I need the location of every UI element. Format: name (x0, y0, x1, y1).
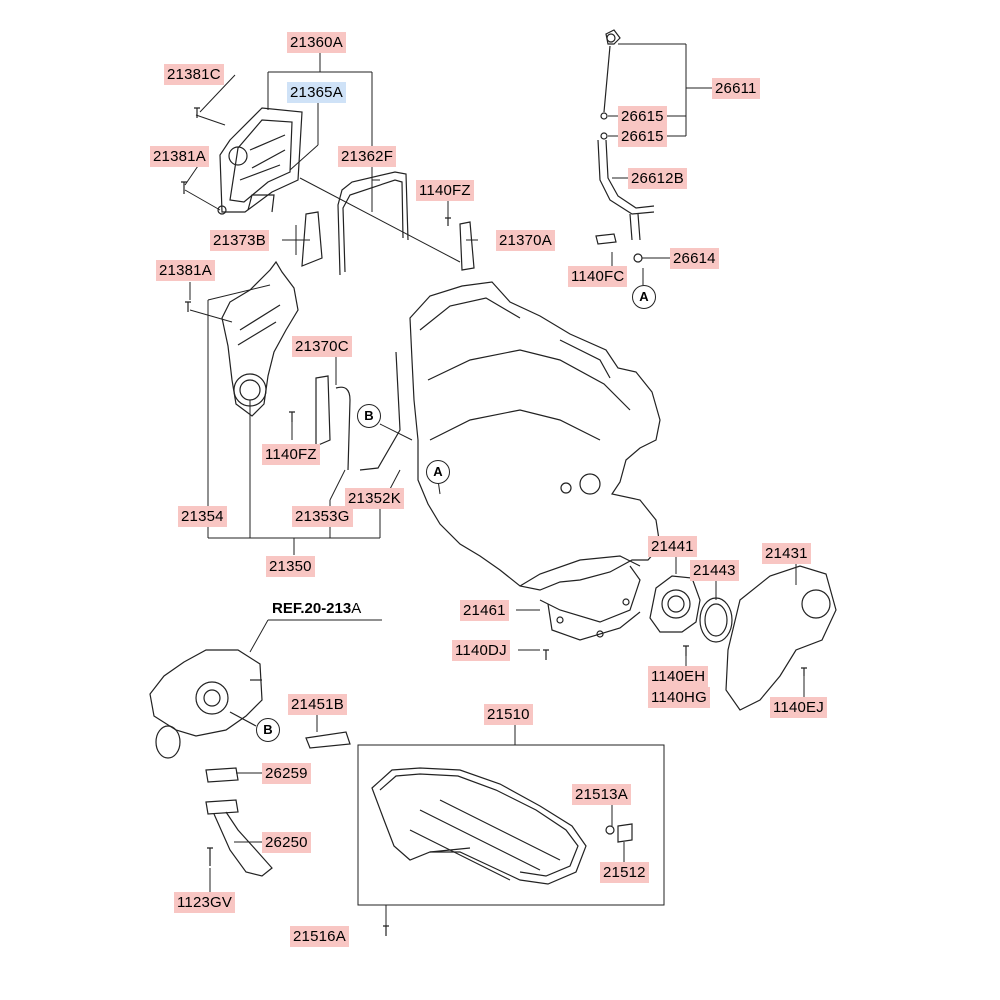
part-label-1140FZ-top[interactable]: 1140FZ (416, 180, 474, 201)
part-label-21381A-top[interactable]: 21381A (150, 146, 209, 167)
lower-timing-cover (221, 260, 401, 471)
engine-block (409, 281, 661, 641)
part-label-26250[interactable]: 26250 (262, 832, 311, 853)
part-label-21350[interactable]: 21350 (266, 556, 315, 577)
part-label-26611[interactable]: 26611 (712, 78, 760, 99)
callout-b-pump[interactable]: B (256, 718, 280, 742)
part-label-26259[interactable]: 26259 (262, 763, 311, 784)
part-label-21443[interactable]: 21443 (690, 560, 739, 581)
part-label-21360A[interactable]: 21360A (287, 32, 346, 53)
callout-a-engine[interactable]: A (426, 460, 450, 484)
part-label-1140FZ-mid[interactable]: 1140FZ (262, 444, 320, 465)
part-label-21513A[interactable]: 21513A (572, 784, 631, 805)
part-label-1140EJ[interactable]: 1140EJ (770, 697, 827, 718)
upper-timing-cover (217, 107, 409, 276)
leader-lines (184, 43, 805, 926)
part-label-21362F[interactable]: 21362F (338, 146, 397, 167)
oil-pan (371, 767, 633, 936)
part-label-21354[interactable]: 21354 (178, 506, 227, 527)
part-label-1140FC[interactable]: 1140FC (568, 266, 628, 287)
part-label-21370C[interactable]: 21370C (292, 336, 352, 357)
part-label-26612B[interactable]: 26612B (628, 168, 687, 189)
callout-a-dipstick[interactable]: A (632, 285, 656, 309)
brackets (301, 211, 475, 271)
part-label-21381A-mid[interactable]: 21381A (156, 260, 215, 281)
oil-pump (149, 649, 351, 877)
part-label-1140HG[interactable]: 1140HG (648, 687, 710, 708)
part-label-21516A[interactable]: 21516A (290, 926, 349, 947)
reference-main: REF.20-213 (272, 600, 352, 617)
rear-oil-seal (543, 565, 837, 711)
reference-suffix: A (351, 600, 362, 617)
part-label-1140DJ[interactable]: 1140DJ (452, 640, 510, 661)
callout-b-cover[interactable]: B (357, 404, 381, 428)
part-label-21512[interactable]: 21512 (600, 862, 649, 883)
bolts-top (181, 107, 451, 422)
part-label-21365A[interactable]: 21365A (287, 82, 346, 103)
part-label-21431[interactable]: 21431 (762, 543, 811, 564)
part-label-26614[interactable]: 26614 (670, 248, 719, 269)
part-label-21352K[interactable]: 21352K (345, 488, 404, 509)
part-label-21461[interactable]: 21461 (460, 600, 509, 621)
part-label-21451B[interactable]: 21451B (288, 694, 347, 715)
part-label-21381C[interactable]: 21381C (164, 64, 224, 85)
part-label-21370A[interactable]: 21370A (496, 230, 555, 251)
part-label-21510[interactable]: 21510 (484, 704, 533, 725)
part-label-26615-b[interactable]: 26615 (618, 126, 667, 147)
part-label-1123GV[interactable]: 1123GV (174, 892, 236, 913)
part-label-21353G[interactable]: 21353G (292, 506, 353, 527)
part-label-21373B[interactable]: 21373B (210, 230, 269, 251)
part-label-26615-a[interactable]: 26615 (618, 106, 667, 127)
part-label-1140EH[interactable]: 1140EH (648, 666, 709, 687)
part-label-21441[interactable]: 21441 (648, 536, 697, 557)
reference-label[interactable]: REF.20-213A (272, 600, 361, 617)
oil-dipstick (595, 29, 655, 263)
